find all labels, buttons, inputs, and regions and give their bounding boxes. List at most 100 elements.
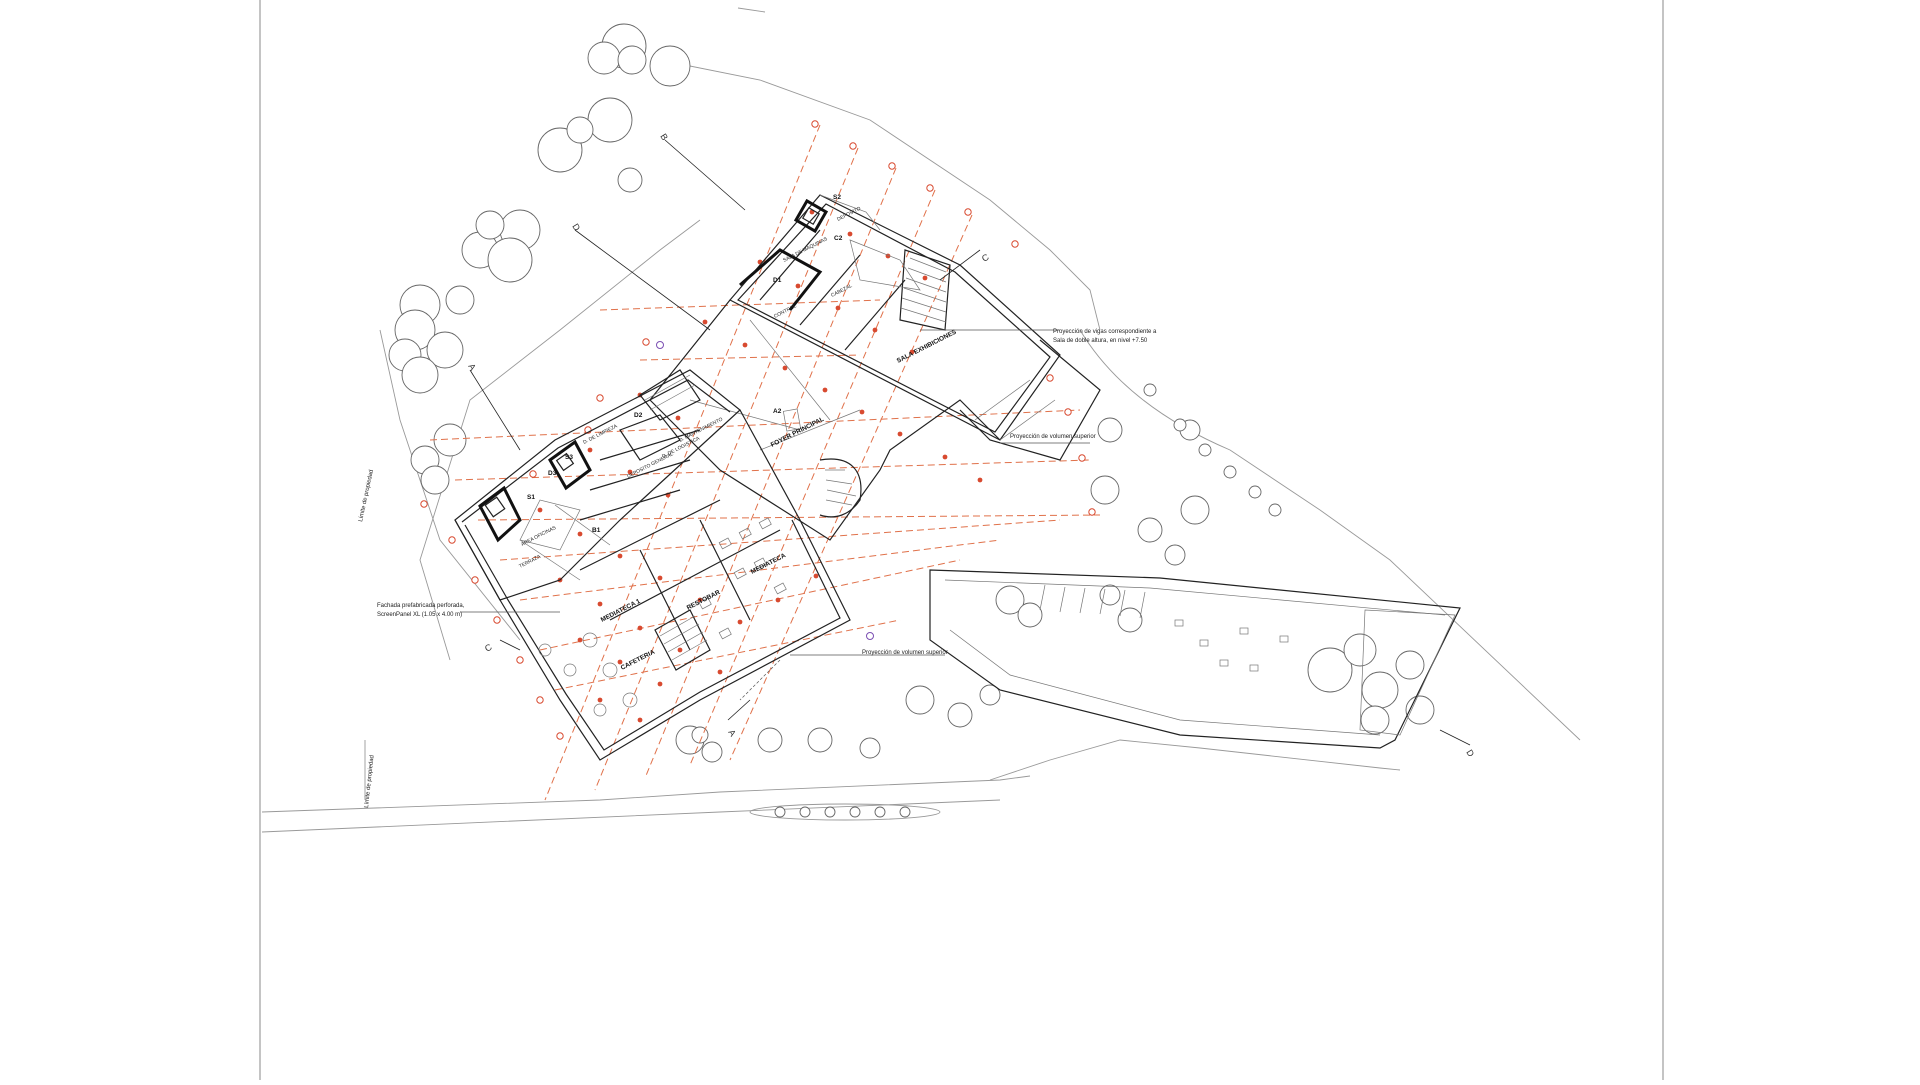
section-marker-a-top: A [466, 362, 478, 372]
central-foyer [649, 299, 1001, 541]
column-dot [617, 659, 623, 665]
west-wing [454, 369, 741, 601]
plaza-tables [1174, 619, 1289, 672]
grid-line [599, 299, 881, 311]
column-dot [859, 409, 865, 415]
column-dot [577, 531, 583, 537]
column-dot [657, 575, 663, 581]
column-dot [775, 597, 781, 603]
column-dot [702, 319, 708, 325]
label-d-mantenimiento: D. MANTENIMIENTO [678, 416, 724, 443]
room-labels: SALA EXHIBICIONES FOYER PRINCIPAL MEDIAT… [518, 206, 958, 672]
grid-bubble [1046, 374, 1054, 382]
grid-bubble [556, 732, 564, 740]
column-dot [587, 447, 593, 453]
level-markers [656, 341, 874, 640]
column-dot [872, 327, 878, 333]
label-sala-de-maquinas: SALA DE MAQUINAS [782, 236, 829, 264]
column-dot [697, 597, 703, 603]
grid-bubble [642, 338, 650, 346]
grid-line [639, 354, 861, 361]
section-marker-d-top: D [570, 222, 582, 233]
tree-cluster-top [587, 23, 691, 87]
label-terraza: TERRAZA [518, 554, 542, 570]
grid-line [689, 189, 936, 766]
column-dot [677, 647, 683, 653]
grid-bubble [420, 500, 428, 508]
site-boundaries [261, 7, 1581, 833]
column-dot [795, 283, 801, 289]
tag-s2: S2 [833, 194, 841, 201]
column-dot [922, 275, 928, 281]
column-dot [897, 431, 903, 437]
label-cafeteria: CAFETERIA [620, 649, 657, 672]
grid-bubble [1064, 408, 1072, 416]
grid-bubble [536, 696, 544, 704]
grid-bubble [926, 184, 934, 192]
section-lines [460, 139, 1471, 746]
column-dot [742, 342, 748, 348]
column-dot [737, 619, 743, 625]
note-fachada-1: Fachada prefabricada perforada, [377, 603, 465, 609]
column-dot [597, 601, 603, 607]
note-limite-2: Límite de propiedad [364, 755, 376, 808]
grid-bubble [529, 470, 537, 478]
mediateca-tables [698, 517, 787, 640]
grid-bubble [1011, 240, 1019, 248]
section-marker-c-bottom: C [483, 642, 494, 654]
column-dot [637, 717, 643, 723]
tag-s1: S1 [527, 494, 535, 501]
tag-s3: S3 [565, 454, 573, 461]
core-north [793, 198, 829, 234]
column-dot [675, 415, 681, 421]
stair-north [899, 249, 951, 331]
column-dot [577, 637, 583, 643]
grid-line [519, 539, 1001, 601]
section-markers: B D A C C A D [466, 132, 1476, 759]
tree-row-bottom [749, 803, 941, 821]
grid-line [554, 619, 901, 691]
cafeteria-tables [538, 632, 638, 717]
grid-line [429, 409, 1081, 441]
stair-south [654, 609, 711, 671]
note-vigas-1: Proyección de vigas correspondiente a [1053, 329, 1157, 335]
column-dot [597, 697, 603, 703]
grid-line [594, 147, 859, 791]
note-volumen-superior-2: Proyección de volumen superior [862, 650, 948, 656]
grid-line [499, 519, 1061, 561]
tree-row-right [1143, 383, 1282, 517]
label-control: CONTROL [773, 303, 798, 320]
grid-bubble [1088, 508, 1096, 516]
section-marker-d-bottom: D [1464, 748, 1476, 759]
section-marker-c-top: C [980, 252, 991, 264]
exterior-plaza [929, 569, 1461, 749]
core-west-2 [548, 439, 592, 491]
grid-line [729, 214, 973, 761]
core-west [478, 485, 522, 543]
column-dot [847, 231, 853, 237]
column-dot [657, 681, 663, 687]
room-tags: S1 S2 S3 D1 D2 D3 C2 A2 B1 [527, 194, 843, 534]
note-volumen-superior-1: Proyección de volumen superior [1010, 434, 1096, 440]
label-sala-exhibiciones: SALA EXHIBICIONES [896, 328, 958, 364]
column-dot [637, 625, 643, 631]
label-mediateca: MEDIATECA [750, 552, 787, 576]
note-limite-1: Límite de propiedad [358, 469, 375, 522]
stair-spiral [819, 458, 862, 518]
grid-bubble [964, 208, 972, 216]
tag-a2: A2 [773, 408, 782, 415]
grid-bubble [516, 656, 524, 664]
tag-c2: C2 [834, 235, 843, 242]
column-dot [782, 365, 788, 371]
grid-bubble [448, 536, 456, 544]
column-dot [627, 469, 633, 475]
tag-b1: B1 [592, 527, 601, 534]
column-dot [717, 669, 723, 675]
column-dot [813, 573, 819, 579]
grid-bubble [471, 576, 479, 584]
column-dot [537, 507, 543, 513]
section-marker-a-bottom: A [726, 728, 738, 738]
tree-groups [388, 23, 1435, 821]
